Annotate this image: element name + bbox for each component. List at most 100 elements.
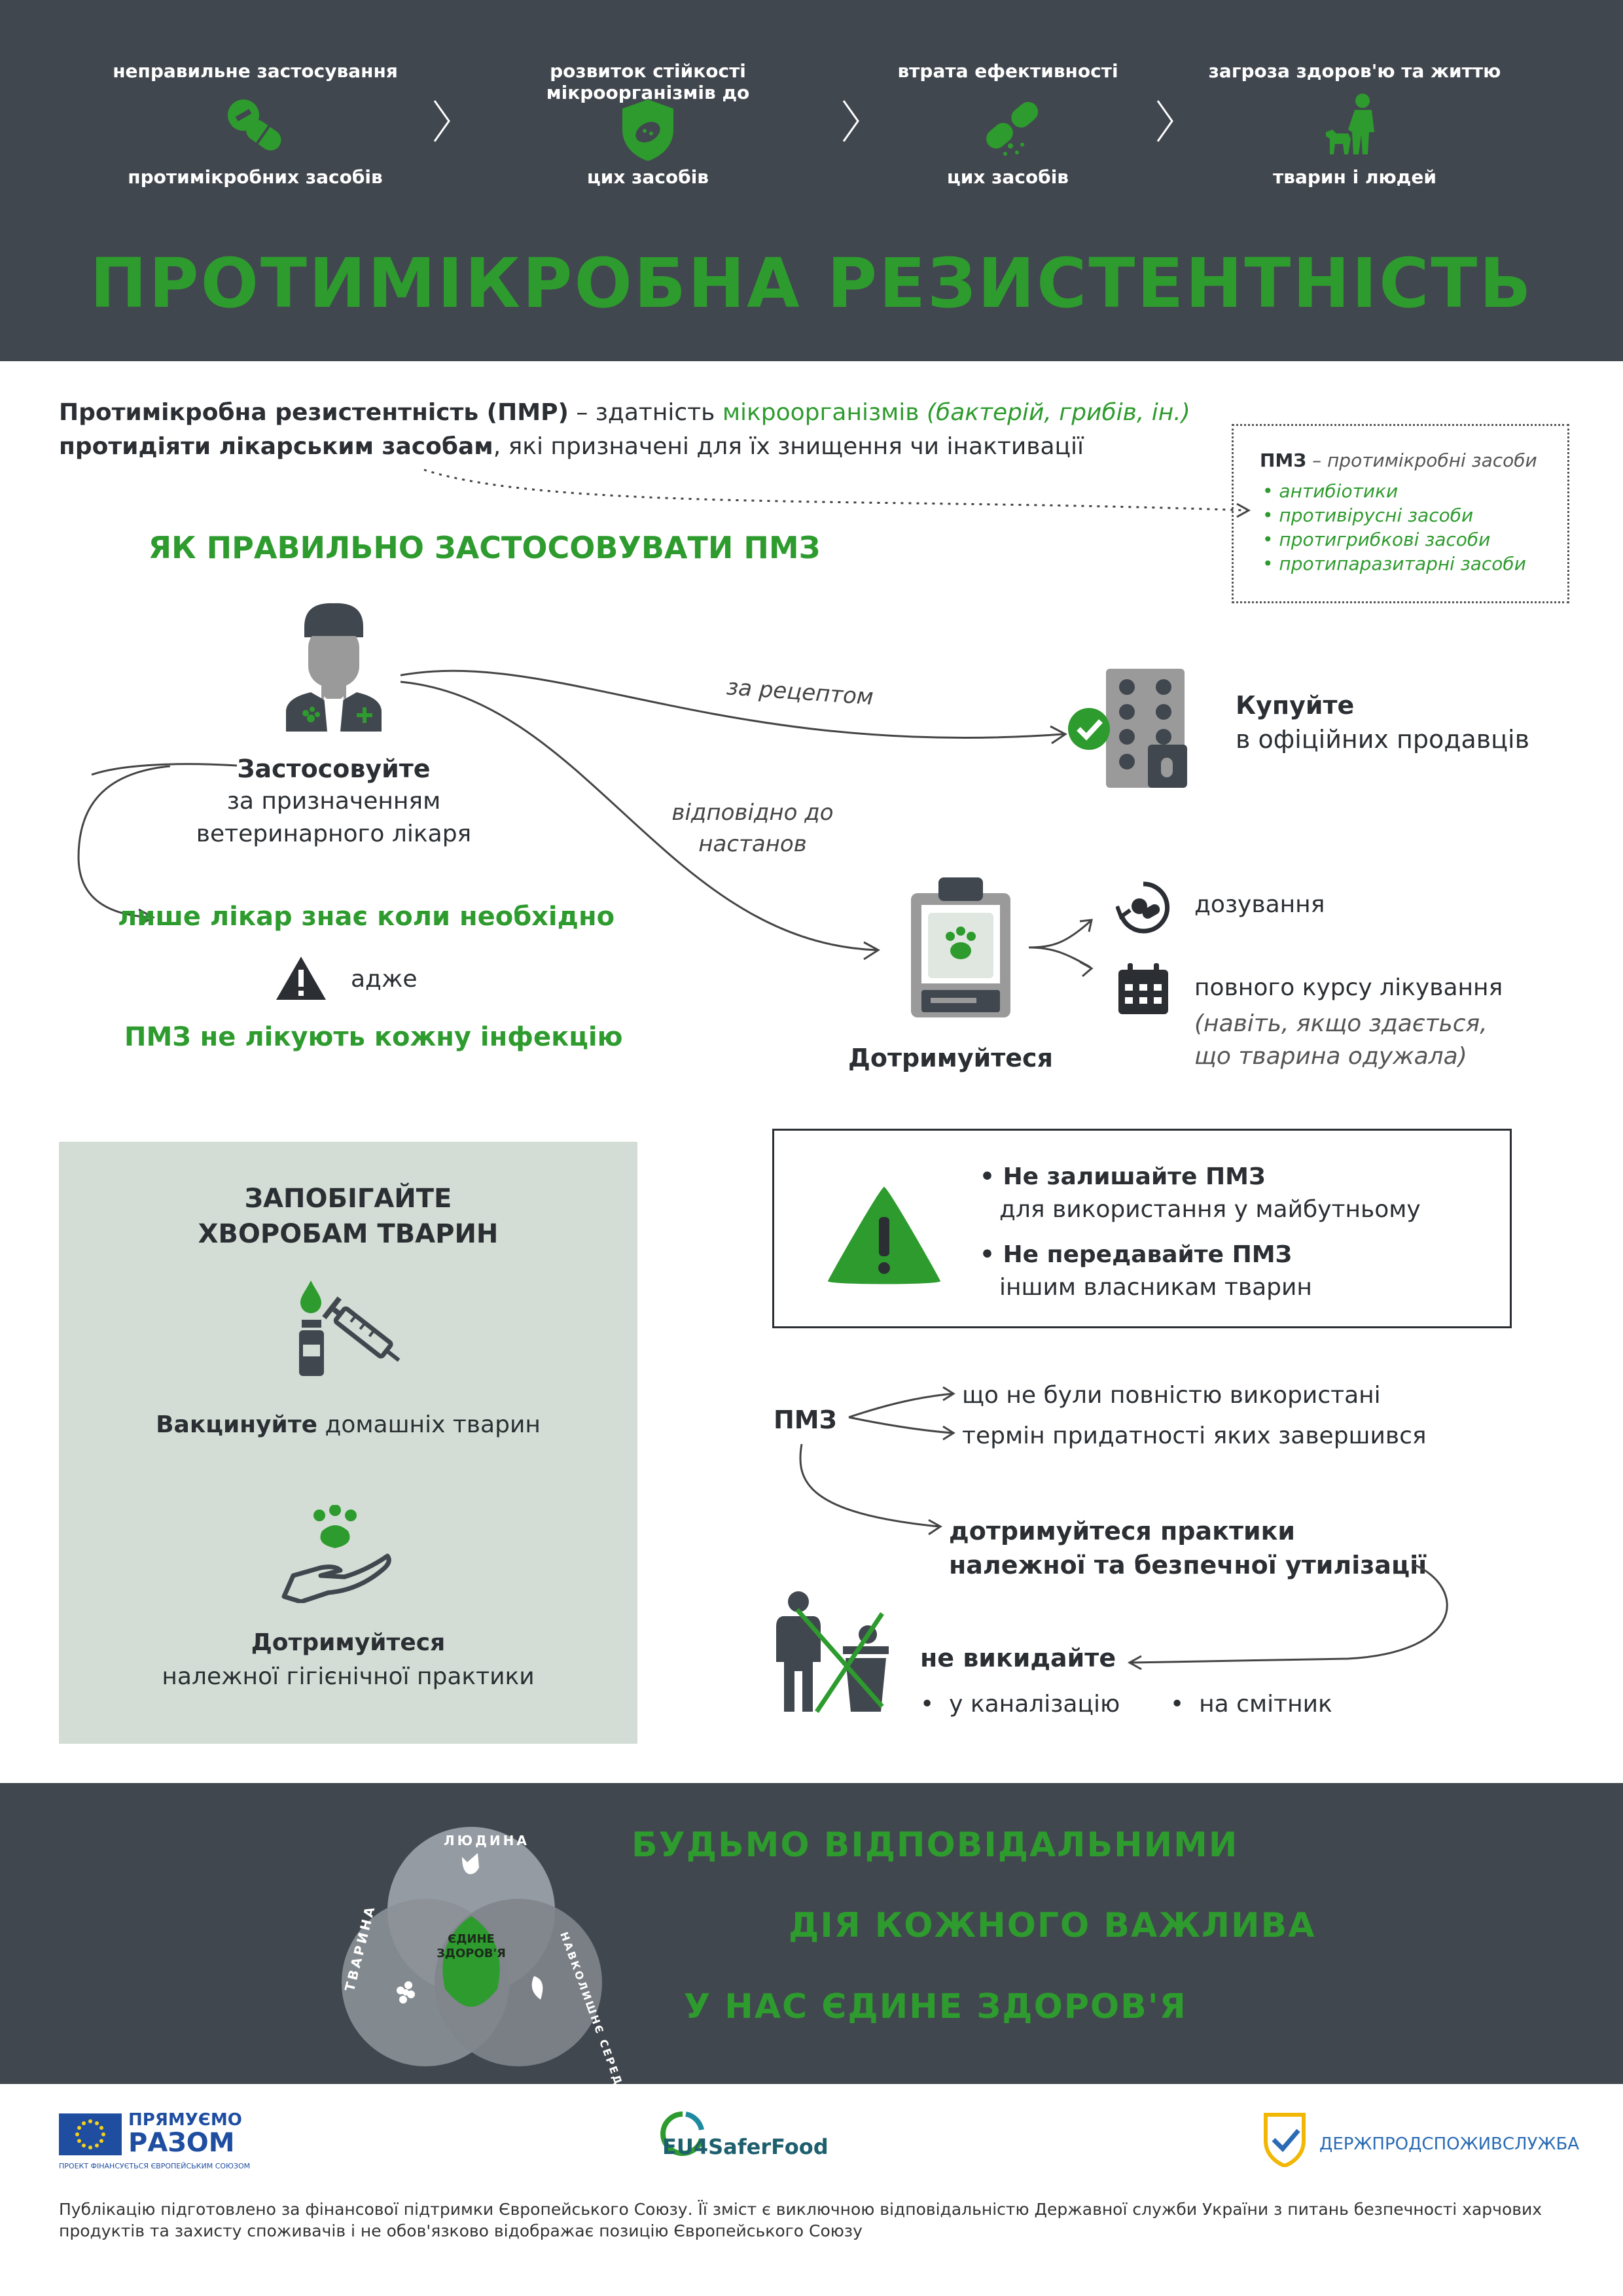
pills-icon xyxy=(223,97,288,156)
per-instructions-2: настанов xyxy=(698,831,807,857)
person-dog-icon xyxy=(1322,92,1394,157)
sewer-item: • у каналізацію xyxy=(920,1691,1120,1718)
per-instructions-1: відповідно до xyxy=(671,800,834,826)
loop-arrow-top xyxy=(91,763,238,776)
hygiene-rest: належної гігієнічної практики xyxy=(162,1663,535,1690)
warning-1: • Не залишайте ПМЗ для використання у ма… xyxy=(980,1161,1421,1226)
even-if-2: що тварина одужала) xyxy=(1194,1043,1467,1070)
eu-logo-line3: ПРОЕКТ ФІНАНСУЄТЬСЯ ЄВРОПЕЙСЬКИМ СОЮЗОМ xyxy=(59,2162,251,2170)
slogan-2: ДІЯ КОЖНОГО ВАЖЛИВА xyxy=(789,1906,1316,1945)
step-4-top-text: загроза здоров'ю та життю xyxy=(1208,60,1501,82)
per-instructions-label: відповідно до настанов xyxy=(654,797,851,860)
return-arrow xyxy=(1127,1563,1448,1670)
definition-counter: протидіяти лікарським засобам xyxy=(59,433,493,460)
disposal-option-2: термін придатності яких завершився xyxy=(962,1422,1427,1449)
hand-paw-icon xyxy=(281,1505,393,1603)
page-title: ПРОТИМІКРОБНА РЕЗИСТЕНТНІСТЬ xyxy=(90,243,1533,323)
warning-2-rest: іншим власникам тварин xyxy=(999,1274,1312,1301)
vaccinate-text: Вакцинуйте домашніх тварин xyxy=(59,1411,637,1438)
step-2-bottom-text: цих засобів xyxy=(586,166,709,188)
amr-definition: Протимікробна резистентність (ПМР) – зда… xyxy=(59,396,1237,464)
slogan-1: БУДЬМО ВІДПОВІДАЛЬНИМИ xyxy=(632,1826,1239,1865)
dotted-arrow xyxy=(423,468,1251,518)
loop-arrow xyxy=(77,766,170,923)
warning-panel: • Не залишайте ПМЗ для використання у ма… xyxy=(772,1129,1512,1328)
eu-logo xyxy=(59,2113,122,2155)
calendar-icon xyxy=(1116,962,1171,1017)
hygiene-text: Дотримуйтеся належної гігієнічної практи… xyxy=(59,1626,637,1694)
prevent-title: ЗАПОБІГАЙТЕ ХВОРОБАМ ТВАРИН xyxy=(59,1181,637,1252)
definition-term: Протимікробна резистентність (ПМР) xyxy=(59,399,569,426)
venn-human-label: ЛЮДИНА xyxy=(444,1833,529,1848)
eu-logo-line2: РАЗОМ xyxy=(128,2128,235,2158)
step-1-top-text: неправильне застосування xyxy=(113,60,398,82)
warning-icon xyxy=(275,955,327,1001)
disposal-practice: дотримуйтеся практики належної та безпеч… xyxy=(949,1514,1427,1582)
dont-throw-text: не викидайте xyxy=(920,1644,1116,1672)
flow-arrows xyxy=(400,669,1067,961)
prevent-disease-panel: ЗАПОБІГАЙТЕ ХВОРОБАМ ТВАРИН Вакцинуйте д… xyxy=(59,1142,637,1744)
usage-title: ЯК ПРАВИЛЬНО ЗАСТОСОВУВАТИ ПМЗ xyxy=(148,530,821,565)
chevron-right-icon xyxy=(1155,98,1175,144)
trash-item: • на смітник xyxy=(1170,1691,1332,1718)
eu-flag-icon xyxy=(59,2113,122,2155)
pmz-item: протигрибкові засоби xyxy=(1262,527,1567,552)
pmz-item: противірусні засоби xyxy=(1262,503,1567,527)
disposal-down-arrow xyxy=(799,1443,942,1536)
eu-logo-text: ПРЯМУЄМО РАЗОМ xyxy=(128,2111,242,2157)
venn-center-label: ЄДИНЕ ЗДОРОВ'Я xyxy=(437,1932,506,1960)
disposal-label: ПМЗ xyxy=(774,1405,837,1434)
definition-examples: (бактерій, грибів, ін.) xyxy=(919,399,1190,426)
chevron-right-icon xyxy=(841,98,861,144)
broken-capsule-icon xyxy=(976,95,1048,160)
state-service-shield-icon xyxy=(1262,2112,1308,2167)
even-if-text: (навіть, якщо здається, що тварина одужа… xyxy=(1194,1008,1488,1073)
step-3-bottom-text: цих засобів xyxy=(946,166,1069,188)
pmz-definition-box: ПМЗ – протимікробні засоби антибіотики п… xyxy=(1232,424,1569,603)
vaccinate-bold: Вакцинуйте xyxy=(156,1411,318,1438)
apply-bold: Застосовуйте xyxy=(237,754,431,783)
footer-band: ЛЮДИНА ТВАРИНА НАВКОЛИШНЄ СЕРЕДОВИЩЕ ЄДИ… xyxy=(0,1783,1623,2141)
buy-bold: Купуйте xyxy=(1236,691,1355,720)
pill-pack-check-icon xyxy=(1067,666,1198,790)
step-4-bottom-text: тварин і людей xyxy=(1273,166,1436,188)
pmz-abbr: ПМЗ xyxy=(1260,450,1307,471)
dosage-text: дозування xyxy=(1194,891,1325,918)
warning-1-bold: • Не залишайте ПМЗ xyxy=(980,1163,1266,1190)
doctor-knows-text: лише лікар знає коли необхідно xyxy=(118,902,615,932)
apply-block: Застосовуйте за призначенням ветеринарно… xyxy=(151,752,517,851)
pmz-box-heading: ПМЗ – протимікробні засоби xyxy=(1260,450,1567,471)
state-service-text: ДЕРЖПРОДСПОЖИВСЛУЖБА xyxy=(1319,2134,1580,2154)
pmz-item: протипаразитарні засоби xyxy=(1262,552,1567,576)
buy-block: Купуйте в офіційних продавців xyxy=(1236,688,1529,756)
follow-label: Дотримуйтеся xyxy=(848,1044,1053,1072)
eu4saferfood-logo-text: EU4SaferFood xyxy=(662,2134,829,2159)
full-course-text: повного курсу лікування xyxy=(1194,974,1503,1001)
slogan-3: У НАС ЄДИНЕ ЗДОРОВ'Я xyxy=(684,1987,1187,2026)
split-arrows xyxy=(1028,919,1094,978)
apply-line1: за призначенням xyxy=(226,788,441,815)
one-health-venn-diagram xyxy=(340,1819,602,2068)
disposal-option-1: що не були повністю використані xyxy=(962,1382,1381,1409)
disposal-split-arrows xyxy=(848,1386,955,1441)
even-if-1: (навіть, якщо здається, xyxy=(1194,1010,1488,1037)
prevent-title-2: ХВОРОБАМ ТВАРИН xyxy=(198,1219,499,1249)
definition-rest: , які призначені для їх знищення чи інак… xyxy=(493,433,1084,460)
because-text: адже xyxy=(351,966,418,993)
definition-micro: мікроорганізмів xyxy=(722,399,919,426)
instruction-leaflet-icon xyxy=(908,874,1013,1024)
disposal-practice-1: дотримуйтеся практики xyxy=(949,1517,1296,1545)
hygiene-bold: Дотримуйтеся xyxy=(251,1629,446,1656)
disclaimer-text: Публікацію підготовлено за фінансової пі… xyxy=(59,2200,1543,2240)
disposal-practice-2: належної та безпечної утилізації xyxy=(949,1551,1427,1580)
eu4saferfood-logo-icon xyxy=(660,2110,705,2163)
step-1-bottom-text: протимікробних засобів xyxy=(128,166,383,188)
vaccine-syringe-icon xyxy=(291,1279,409,1377)
header-band: неправильне застосування протимікробних … xyxy=(0,0,1623,361)
buy-rest: в офіційних продавців xyxy=(1236,725,1529,754)
warning-1-rest: для використання у майбутньому xyxy=(999,1196,1421,1223)
shield-bacteria-icon xyxy=(618,97,677,162)
pmz-item: антибіотики xyxy=(1262,479,1567,503)
definition-dash: – здатність xyxy=(568,399,722,426)
warning-triangle-icon xyxy=(825,1183,943,1288)
